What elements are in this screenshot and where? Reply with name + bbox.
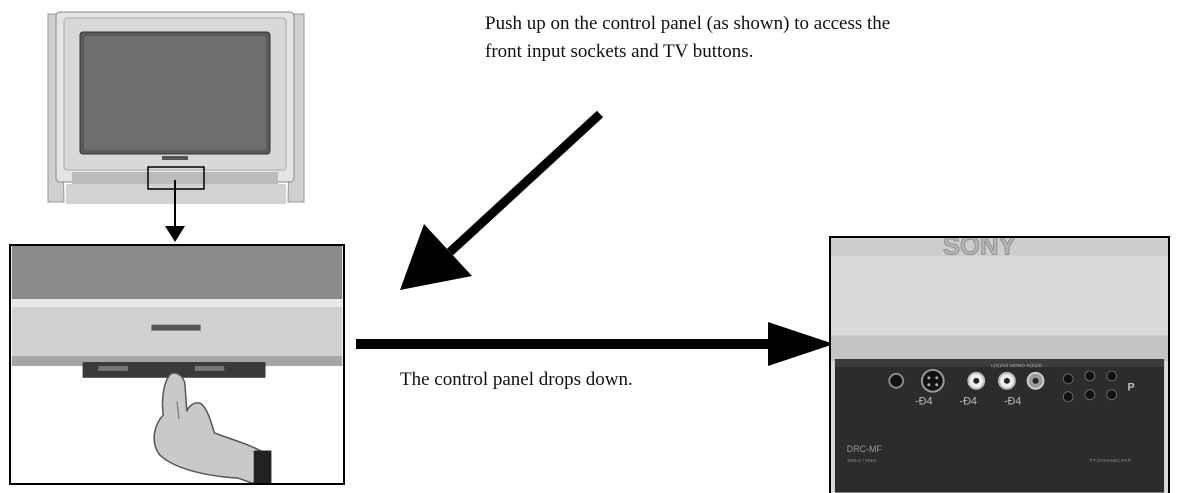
tv-overview-photo xyxy=(42,6,310,206)
tv-illustration xyxy=(47,11,305,204)
control-panel-illustration: SONY -Ð4 -Ð4 -Ð4 L(G)/S/I MONO R(D)/D P … xyxy=(831,238,1168,493)
instruction-text: Push up on the control panel (as shown) … xyxy=(485,13,891,62)
svideo-input-label: -Ð4 xyxy=(915,396,933,408)
program-label: P xyxy=(1127,382,1134,394)
feature-label: FT DYNAMIC PAP xyxy=(1090,458,1132,464)
model-sub-label: 100Hz / 50Hz xyxy=(847,458,877,464)
closeup-photo xyxy=(9,244,345,485)
caption-text: The control panel drops down. xyxy=(400,369,633,390)
sony-logo: SONY xyxy=(943,238,1016,260)
model-label: DRC-MF xyxy=(847,444,883,454)
audio-r-label: R(D)/D xyxy=(1027,363,1043,369)
video-input-label: -Ð4 xyxy=(959,396,977,408)
audio-input-label: -Ð4 xyxy=(1004,396,1022,408)
diagonal-arrow xyxy=(400,110,604,290)
down-arrow xyxy=(165,180,185,242)
right-arrow xyxy=(356,322,834,366)
audio-l-mono-label: L(G)/S/I MONO xyxy=(991,363,1025,369)
closeup-illustration xyxy=(11,246,343,483)
control-panel-photo: SONY -Ð4 -Ð4 -Ð4 L(G)/S/I MONO R(D)/D P … xyxy=(829,236,1170,493)
